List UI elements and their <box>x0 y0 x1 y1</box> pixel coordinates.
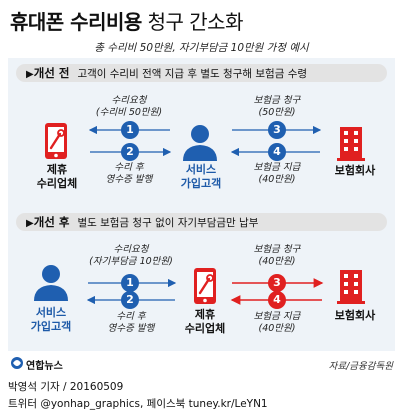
step-badge: 2 <box>121 143 139 161</box>
step-badge: 2 <box>121 291 139 309</box>
credit-line-1: 박영석 기자 / 20160509 <box>8 381 124 393</box>
step-badge: 1 <box>121 274 139 292</box>
after-heading: 개선 후 <box>33 215 70 229</box>
before-band: ▶개선 전 고객이 수리비 전액 지급 후 별도 청구해 보험금 수령 <box>16 64 387 82</box>
logo-text: 연합뉴스 <box>26 361 63 372</box>
after-step-4-label: 보험금 지급(40만원) <box>253 311 301 334</box>
step-badge: 4 <box>268 143 286 161</box>
building-icon <box>337 270 365 304</box>
phone-wrench-icon <box>194 268 216 304</box>
after-description: 별도 보험금 청구 없이 자기부담금만 납부 <box>77 217 259 229</box>
before-right-entity: 보험회사 <box>334 164 376 177</box>
before-step-1-label: 수리요청(수리비 50만원) <box>95 95 163 118</box>
page-title: 휴대폰 수리비용 청구 간소화 <box>10 10 243 34</box>
step-badge: 3 <box>268 274 286 292</box>
person-icon <box>34 265 68 301</box>
after-step-3-label: 보험금 청구(40만원) <box>253 244 301 267</box>
person-icon <box>183 125 217 161</box>
step-badge: 3 <box>268 121 286 139</box>
triangle-icon: ▶ <box>26 69 34 80</box>
triangle-icon: ▶ <box>26 218 34 229</box>
subtitle: 총 수리비 50만원, 자기부담금 10만원 가정 예시 <box>94 42 309 54</box>
before-step-4-label: 보험금 지급(40만원) <box>253 162 301 185</box>
before-heading: 개선 전 <box>33 66 70 80</box>
source-text: 자료/금융감독원 <box>328 361 393 372</box>
after-step-1-label: 수리요청(자기부담금 10만원) <box>89 244 173 267</box>
step-badge: 4 <box>268 291 286 309</box>
step-badge: 1 <box>121 121 139 139</box>
credit-line-2: 트위터 @yonhap_graphics, 페이스북 tuney.kr/LeYN… <box>8 398 268 410</box>
yonhap-logo-icon <box>11 357 23 369</box>
before-step-3-label: 보험금 청구(50만원) <box>253 95 301 118</box>
after-band: ▶개선 후 별도 보험금 청구 없이 자기부담금만 납부 <box>16 213 387 231</box>
after-right-entity: 보험회사 <box>334 309 376 322</box>
phone-wrench-icon <box>45 123 67 159</box>
building-icon <box>337 127 365 161</box>
before-description: 고객이 수리비 전액 지급 후 별도 청구해 보험금 수령 <box>77 68 308 80</box>
